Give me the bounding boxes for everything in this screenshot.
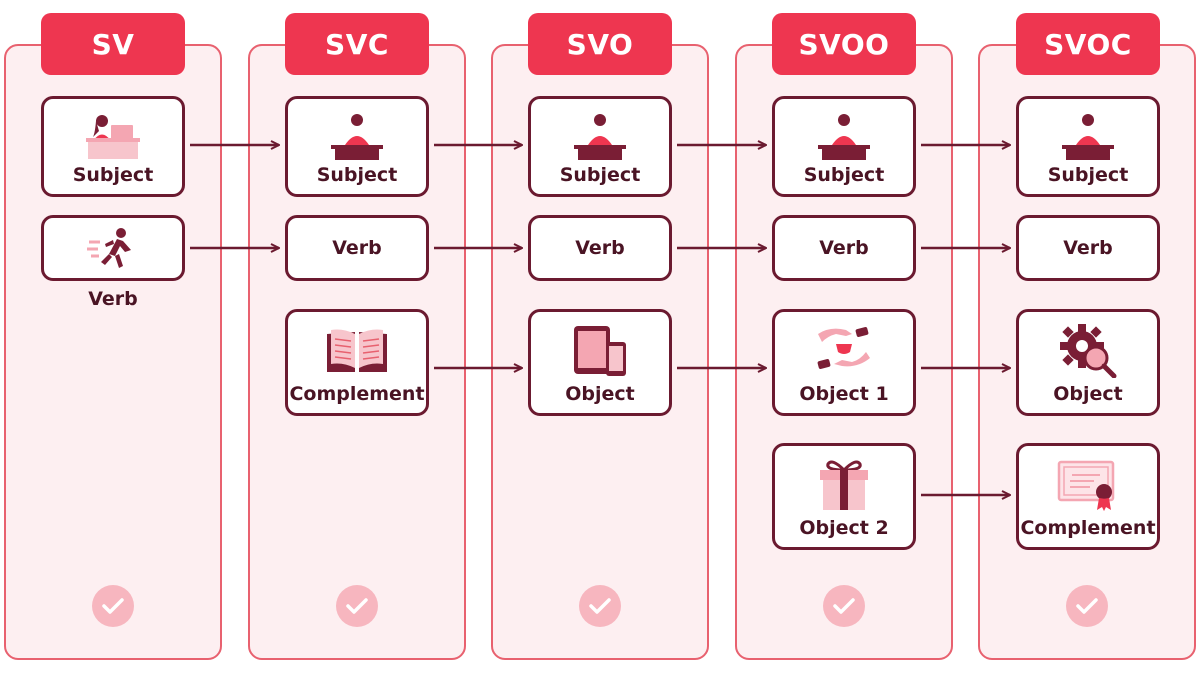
node-label: Object [1053, 383, 1123, 405]
person-at-desk-icon [331, 114, 383, 160]
node-svoo-object1: Object 1 [772, 309, 916, 416]
handing-over-icon [817, 327, 870, 369]
person-at-desk-icon [574, 114, 626, 160]
node-label: Subject [1047, 164, 1129, 186]
node-label: Subject [803, 164, 885, 186]
node-label: Verb [1063, 237, 1113, 259]
node-svoo-subject: Subject [772, 96, 916, 197]
node-svc-complement: Complement [285, 309, 429, 416]
node-label: Verb [332, 237, 382, 259]
person-at-desk-icon [1062, 114, 1114, 160]
node-svoo-object2: Object 2 [772, 443, 916, 550]
check-circle-icon [579, 585, 621, 627]
running-person-icon [87, 228, 131, 268]
person-at-desk-icon [818, 114, 870, 160]
header-sv: SV [41, 13, 185, 75]
node-sv-verb [41, 215, 185, 281]
node-label: Object 1 [799, 383, 889, 405]
check-circle-icon [336, 585, 378, 627]
node-svoc-complement: Complement [1016, 443, 1160, 550]
node-label: Object 2 [799, 517, 889, 539]
node-svoc-subject: Subject [1016, 96, 1160, 197]
gift-box-icon [820, 460, 868, 510]
node-svoo-verb: Verb [772, 215, 916, 281]
node-label: Subject [316, 164, 398, 186]
gear-magnifier-icon [1060, 324, 1117, 378]
node-svo-object: Object [528, 309, 672, 416]
header-svoo: SVOO [772, 13, 916, 75]
node-sv-verb-label: Verb [88, 288, 138, 310]
node-svc-verb: Verb [285, 215, 429, 281]
node-label: Subject [559, 164, 641, 186]
header-svoc: SVOC [1016, 13, 1160, 75]
node-label: Object [565, 383, 635, 405]
node-svo-verb: Verb [528, 215, 672, 281]
header-svc: SVC [285, 13, 429, 75]
node-label: Subject [72, 164, 154, 186]
node-label: Verb [819, 237, 869, 259]
node-label: Complement [1020, 517, 1156, 539]
node-label: Verb [575, 237, 625, 259]
node-svo-subject: Subject [528, 96, 672, 197]
header-svo: SVO [528, 13, 672, 75]
node-label: Complement [289, 383, 425, 405]
check-circle-icon [1066, 585, 1108, 627]
check-circle-icon [823, 585, 865, 627]
tablet-phone-icon [574, 326, 626, 376]
node-svoc-verb: Verb [1016, 215, 1160, 281]
certificate-icon [1057, 460, 1115, 511]
check-circle-icon [92, 585, 134, 627]
person-at-laptop-icon [86, 115, 140, 159]
node-sv-subject: Subject [41, 96, 185, 197]
node-svoc-object: Object [1016, 309, 1160, 416]
open-book-icon [327, 329, 387, 372]
node-svc-subject: Subject [285, 96, 429, 197]
